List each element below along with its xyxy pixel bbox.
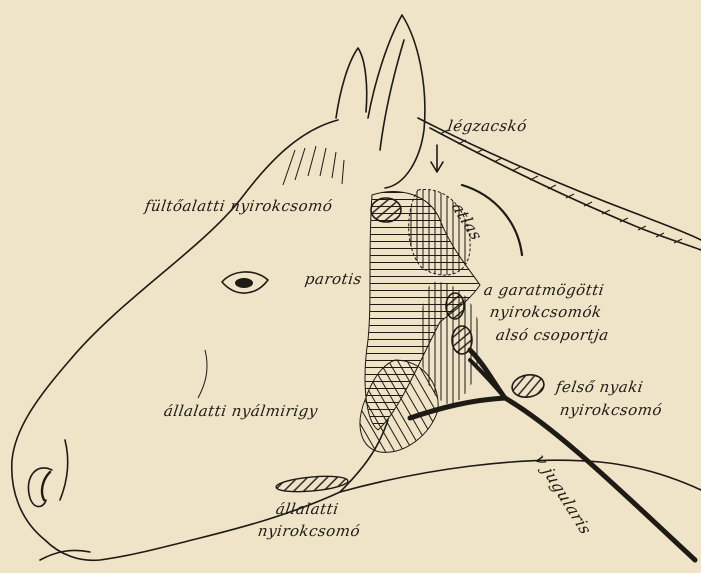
label-garat-2: nyirokcsomók [489,303,603,321]
eye-pupil [235,278,253,288]
leader-nyalmirigy [198,350,207,398]
label-allalatti-nyalmirigy: állalatti nyálmirigy [163,402,319,420]
label-felso-1: felső nyaki [555,378,645,396]
label-allalatti-nyirok-1: állalatti [275,500,340,518]
far-ear [336,48,367,118]
head-outline [12,120,340,560]
label-garat-3: alsó csoportja [495,326,610,344]
near-ear [368,15,425,188]
cranial-cervical-node [510,372,545,399]
label-parotis: parotis [304,270,363,288]
label-allalatti-nyirok-2: nyirokcsomó [257,522,362,540]
forelock [283,146,344,185]
cheek-line [60,440,68,500]
label-legzacsko: légzacskó [447,117,528,135]
parotid-lymph-node [371,198,401,222]
muzzle-line [40,550,90,560]
label-felso-2: nyirokcsomó [559,401,664,419]
vein-branch [470,360,505,398]
pointer-arrow [431,145,443,172]
throat-line [340,460,701,492]
label-garat-1: a garatmögötti [483,281,606,299]
label-fultoalatti: fültőalatti nyirokcsomó [144,197,334,215]
mandibular-lymph-node [276,474,349,494]
nostril-inner [42,472,50,500]
retropharyngeal-node-1 [446,293,464,319]
